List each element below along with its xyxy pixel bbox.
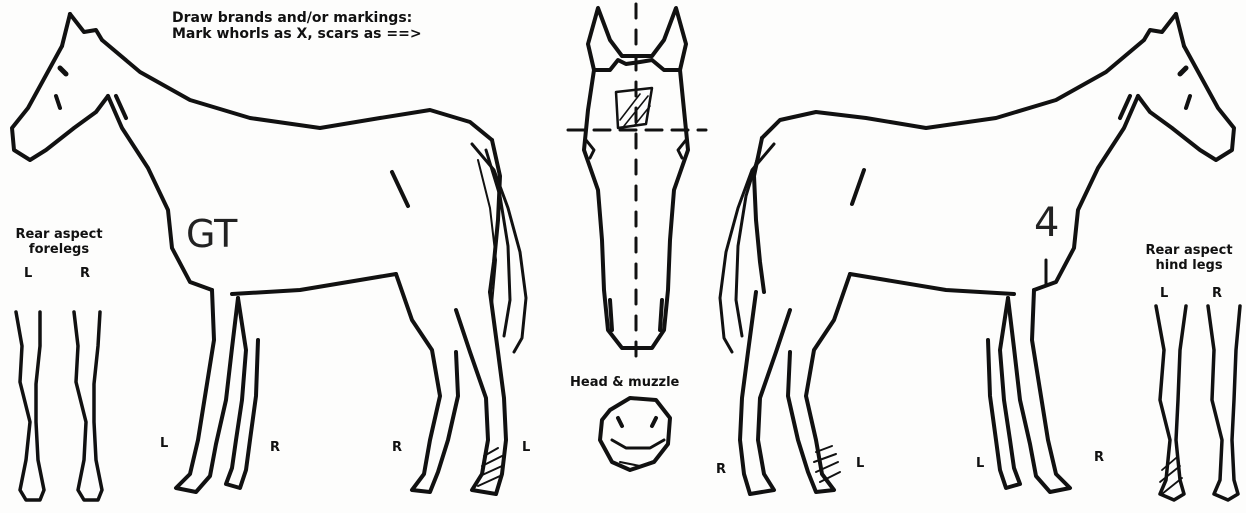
left-view-leg-label-3: R <box>392 440 402 455</box>
head-muzzle-caption: Head & muzzle <box>570 376 679 391</box>
forelegs-right-label: R <box>80 266 90 281</box>
right-view-leg-label-4: R <box>1094 450 1104 465</box>
hindlegs-rear-aspect <box>1156 306 1240 500</box>
forelegs-caption-line-2: forelegs <box>4 243 114 258</box>
forelegs-caption: Rear aspect forelegs <box>4 228 114 258</box>
instructions-line-1: Draw brands and/or markings: <box>172 10 422 26</box>
handwritten-brand-gt: GT <box>186 212 237 256</box>
forelegs-left-label: L <box>24 266 32 281</box>
left-view-leg-label-4: L <box>522 440 530 455</box>
hindlegs-left-label: L <box>1160 286 1168 301</box>
forelegs-rear-aspect <box>16 312 102 500</box>
right-view-leg-label-3: L <box>976 456 984 471</box>
forelegs-caption-line-1: Rear aspect <box>4 228 114 243</box>
instructions-line-2: Mark whorls as X, scars as ==> <box>172 26 422 42</box>
left-view-leg-label-2: R <box>270 440 280 455</box>
left-view-leg-label-1: L <box>160 436 168 451</box>
hindlegs-caption-line-1: Rear aspect <box>1134 244 1244 259</box>
horse-head-front-view <box>568 4 706 360</box>
hindlegs-caption: Rear aspect hind legs <box>1134 244 1244 274</box>
muzzle-view <box>600 398 670 470</box>
right-view-leg-label-2: L <box>856 456 864 471</box>
handwritten-brand-4: 4 <box>1034 200 1059 246</box>
right-view-leg-label-1: R <box>716 462 726 477</box>
hindlegs-right-label: R <box>1212 286 1222 301</box>
instructions: Draw brands and/or markings: Mark whorls… <box>172 10 422 42</box>
hindlegs-caption-line-2: hind legs <box>1134 259 1244 274</box>
